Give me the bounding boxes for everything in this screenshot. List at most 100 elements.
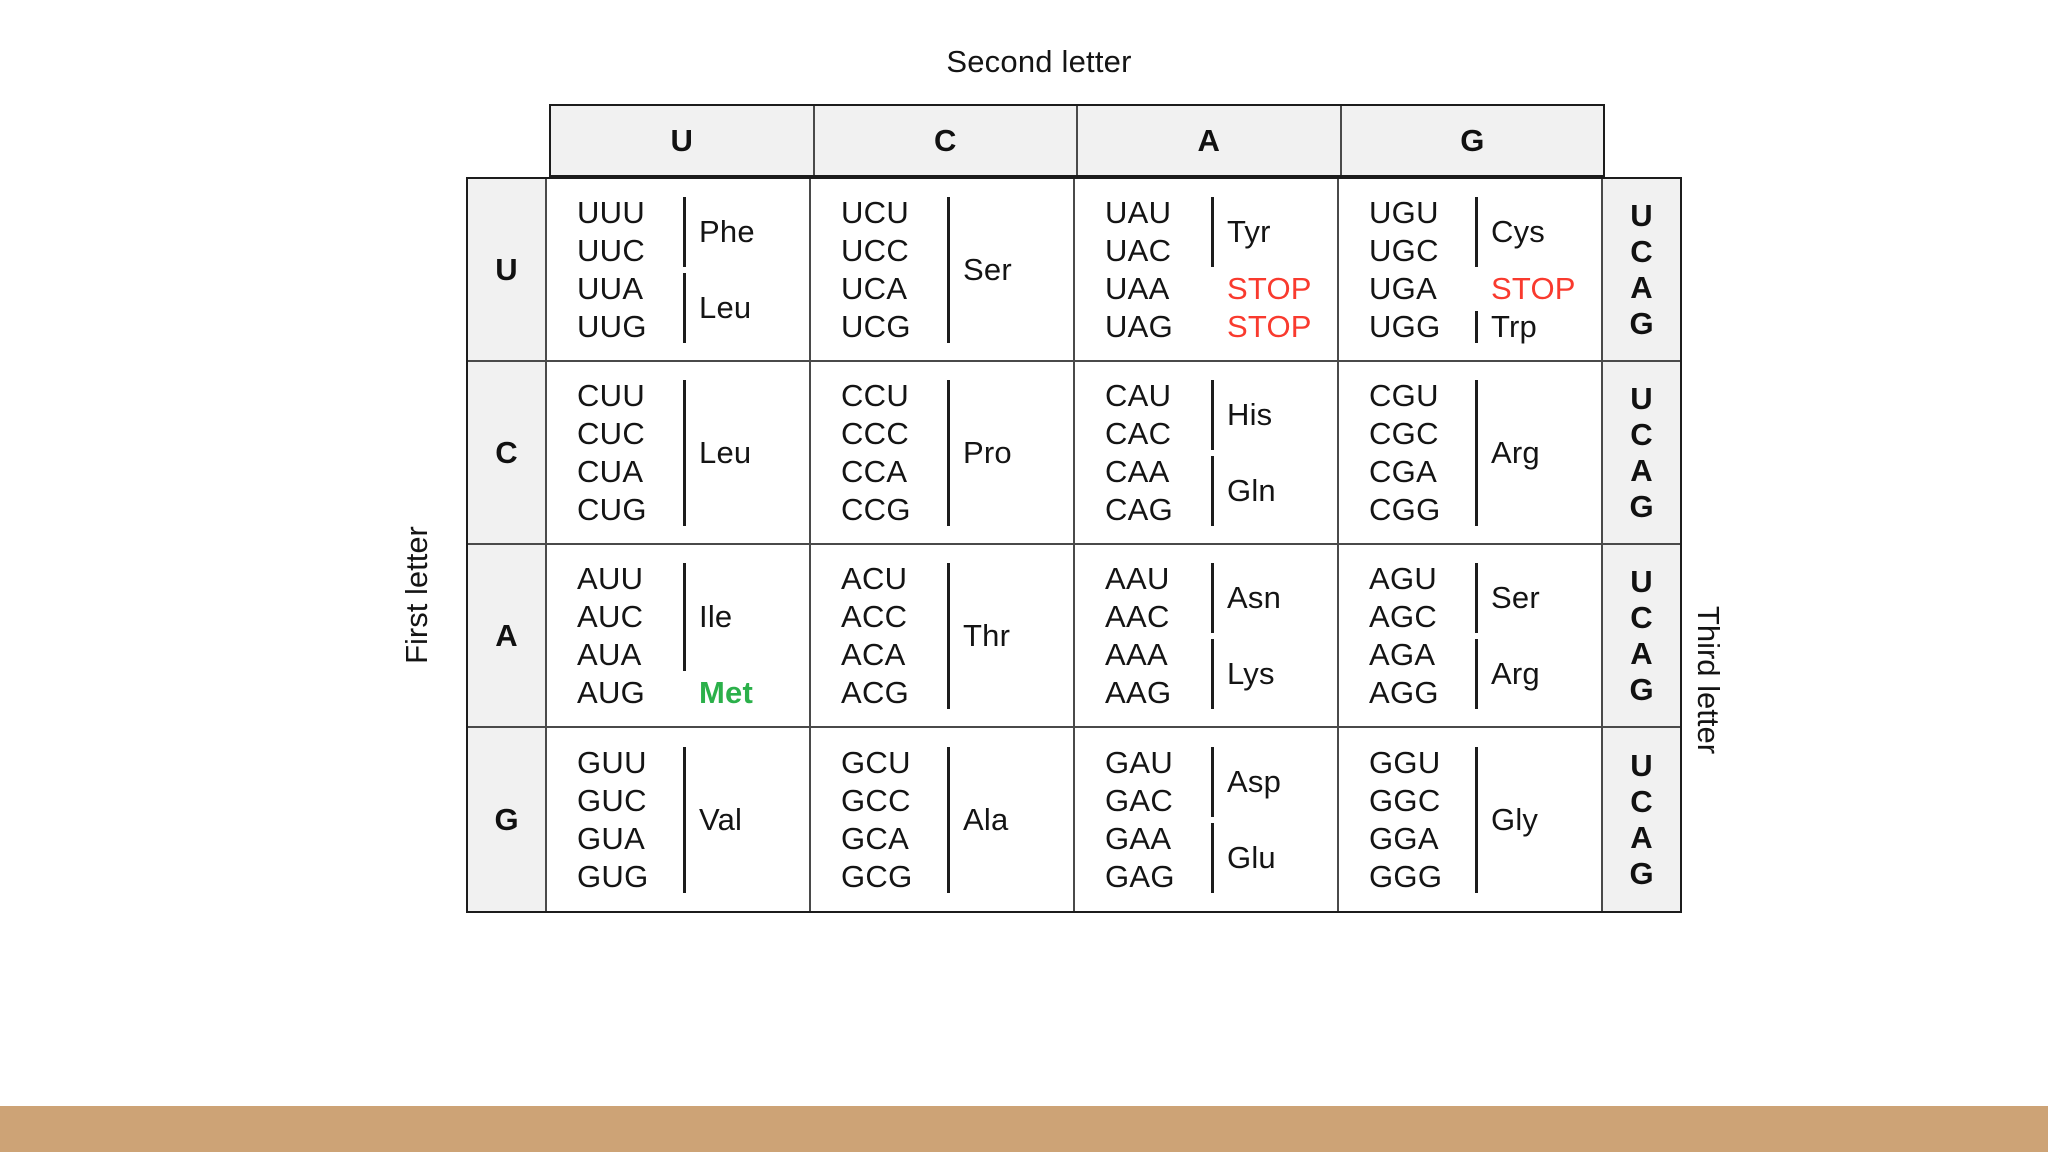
codon: GGG xyxy=(1369,858,1443,894)
codon: CAC xyxy=(1105,415,1172,451)
codon: ACA xyxy=(841,636,906,672)
amino-acid-label: Leu xyxy=(699,289,752,325)
third-letter-u: U xyxy=(1630,563,1653,599)
codon: GCG xyxy=(841,858,913,894)
group-bracket-bar xyxy=(1211,196,1214,267)
codon: UCA xyxy=(841,270,908,306)
amino-acid-label: Trp xyxy=(1491,308,1537,344)
codon: UAU xyxy=(1105,194,1172,230)
codon: UCG xyxy=(841,308,911,344)
amino-acid-label: Gln xyxy=(1227,472,1276,508)
group-bracket-spacer xyxy=(1211,311,1214,343)
codon: CAG xyxy=(1105,491,1174,527)
group-bracket-bar xyxy=(1211,455,1214,526)
group-bracket-bar xyxy=(1211,746,1214,817)
amino-acid-label: Arg xyxy=(1491,434,1540,470)
codon: CCA xyxy=(841,453,908,489)
amino-acid-label: Leu xyxy=(699,434,752,470)
codon: UGC xyxy=(1369,232,1439,268)
amino-acid-label: Asp xyxy=(1227,763,1282,799)
group-bracket-bar xyxy=(947,562,950,709)
codon: GUC xyxy=(577,782,647,818)
codon: CGG xyxy=(1369,491,1441,527)
codon: UGG xyxy=(1369,308,1441,344)
codon: ACG xyxy=(841,674,910,710)
column-header-g: G xyxy=(1460,122,1485,158)
group-bracket-bar xyxy=(1211,562,1214,633)
second-letter-axis-text: Second letter xyxy=(946,44,1132,79)
codon: UAC xyxy=(1105,232,1172,268)
group-bracket-bar xyxy=(683,272,686,343)
codon: UUC xyxy=(577,232,646,268)
codon: GUU xyxy=(577,744,647,780)
start-codon-label: Met xyxy=(699,674,753,710)
codon: GCC xyxy=(841,782,911,818)
codon: CGA xyxy=(1369,453,1438,489)
group-bracket-bar xyxy=(947,379,950,526)
codon: UUA xyxy=(577,270,644,306)
codon: AAC xyxy=(1105,598,1170,634)
codon: AAA xyxy=(1105,636,1168,672)
third-letter-u: U xyxy=(1630,380,1653,416)
third-letter-c: C xyxy=(1630,416,1653,452)
codon: CGU xyxy=(1369,377,1439,413)
codon: GAG xyxy=(1105,858,1175,894)
group-bracket-bar xyxy=(683,746,686,893)
row-header-g: G xyxy=(468,728,547,911)
amino-acid-label: Glu xyxy=(1227,839,1276,875)
codon: ACU xyxy=(841,560,908,596)
codon-list: UAA xyxy=(1105,270,1207,308)
codon: GAA xyxy=(1105,820,1172,856)
codon: GCA xyxy=(841,820,910,856)
amino-acid-group: UGG Trp xyxy=(1369,308,1601,346)
codon: CGC xyxy=(1369,415,1439,451)
column-header-c: C xyxy=(815,106,1078,175)
third-letter-g: G xyxy=(1629,671,1654,707)
group-bracket-bar xyxy=(1475,379,1478,526)
amino-acid-label: Thr xyxy=(963,617,1011,653)
group-bracket-bar xyxy=(1475,196,1478,267)
amino-acid-label: Pro xyxy=(963,434,1012,470)
stop-codon-label: STOP xyxy=(1227,308,1312,344)
codon: CCC xyxy=(841,415,910,451)
